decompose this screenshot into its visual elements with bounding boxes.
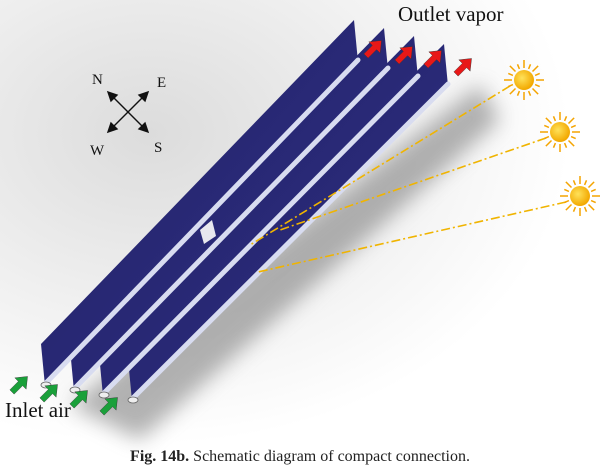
outlet-arrow-icon bbox=[363, 40, 382, 59]
collector-trough bbox=[98, 36, 421, 399]
segment-gap bbox=[200, 220, 216, 244]
absorber-tube bbox=[42, 57, 361, 387]
inlet-arrow-icon bbox=[69, 390, 88, 409]
absorber-tube bbox=[100, 73, 421, 397]
outlet-arrow-icon bbox=[423, 50, 442, 69]
outlet-arrow-icon bbox=[394, 46, 413, 65]
sun-icon bbox=[560, 176, 600, 216]
inlet-air-label: Inlet air bbox=[5, 398, 71, 422]
outlet-vapor-label: Outlet vapor bbox=[398, 2, 504, 26]
sun-rays bbox=[249, 85, 567, 273]
compass-icon bbox=[106, 90, 150, 134]
collector-trough bbox=[40, 20, 361, 389]
reflector-panel bbox=[41, 20, 358, 386]
sun-ray-line bbox=[257, 201, 567, 273]
reflector-panel bbox=[99, 36, 418, 396]
caption-text: Schematic diagram of compact connection. bbox=[193, 448, 470, 465]
figure-number: Fig. 14b. bbox=[130, 448, 190, 465]
tube-end bbox=[127, 396, 139, 404]
tube-end bbox=[98, 391, 110, 399]
sun-ray-line bbox=[279, 137, 547, 231]
reflector-panel bbox=[70, 28, 388, 391]
compass-west: W bbox=[90, 143, 105, 159]
absorber-tube bbox=[129, 81, 451, 402]
inlet-arrow-icon bbox=[99, 397, 118, 416]
compass-south: S bbox=[154, 140, 163, 156]
suns bbox=[504, 60, 600, 216]
sun-icon bbox=[504, 60, 544, 100]
inlet-arrow-icon bbox=[9, 376, 28, 395]
compass-east: E bbox=[157, 75, 167, 91]
outlet-arrow-icon bbox=[453, 58, 472, 77]
figure-caption: Fig. 14b. Schematic diagram of compact c… bbox=[0, 448, 600, 466]
sun-icon bbox=[540, 112, 580, 152]
flow-arrows bbox=[9, 40, 472, 416]
compass-north: N bbox=[92, 72, 103, 88]
absorber-tube bbox=[71, 65, 391, 392]
inlet-arrow-icon bbox=[39, 384, 58, 403]
